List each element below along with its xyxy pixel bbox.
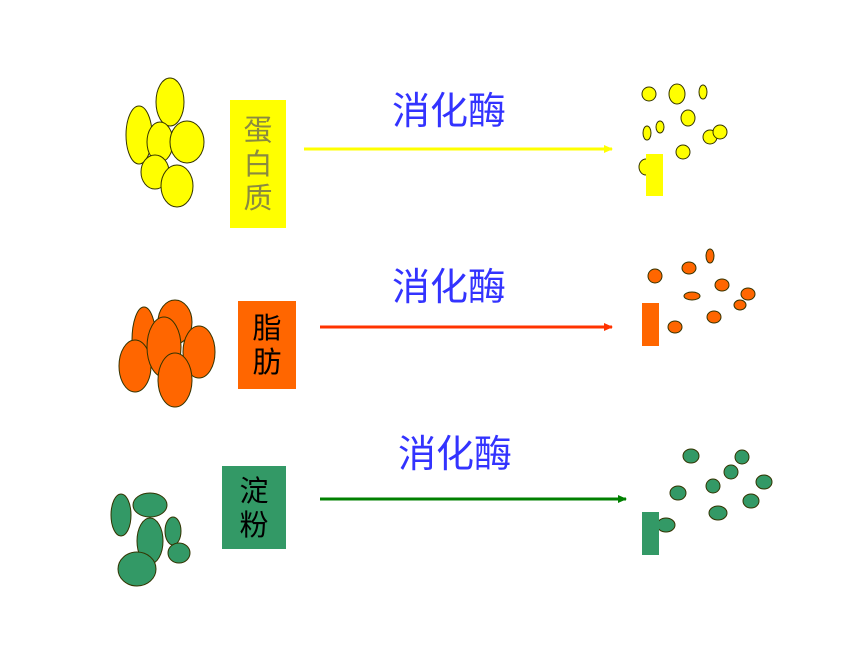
protein-label-box: 蛋 白 质 <box>230 100 286 228</box>
starch-label-char: 粉 <box>239 507 269 542</box>
starch-label-char: 淀 <box>239 473 269 508</box>
fat-molecule-cluster <box>118 299 216 408</box>
starch-molecule-cluster <box>110 492 191 587</box>
protein-label-char: 白 <box>243 147 273 181</box>
fat-label-char: 肪 <box>252 345 282 379</box>
fat-product-bar <box>642 303 659 346</box>
starch-label-box: 淀 粉 <box>222 466 286 549</box>
protein-enzyme-label: 消化酶 <box>392 89 507 133</box>
protein-label-char: 蛋 <box>243 113 273 147</box>
glucose-particles <box>656 448 773 533</box>
protein-product-bar <box>646 154 663 196</box>
fatty-acid-particles <box>647 248 756 334</box>
protein-label-char: 质 <box>243 181 273 215</box>
fat-label-char: 脂 <box>252 311 282 345</box>
fat-label-box: 脂 肪 <box>238 301 296 389</box>
amino-acid-particles <box>638 83 728 176</box>
starch-product-bar <box>642 512 659 555</box>
starch-enzyme-label: 消化酶 <box>398 432 513 476</box>
fat-enzyme-label: 消化酶 <box>392 265 507 309</box>
protein-molecule-cluster <box>125 77 205 208</box>
